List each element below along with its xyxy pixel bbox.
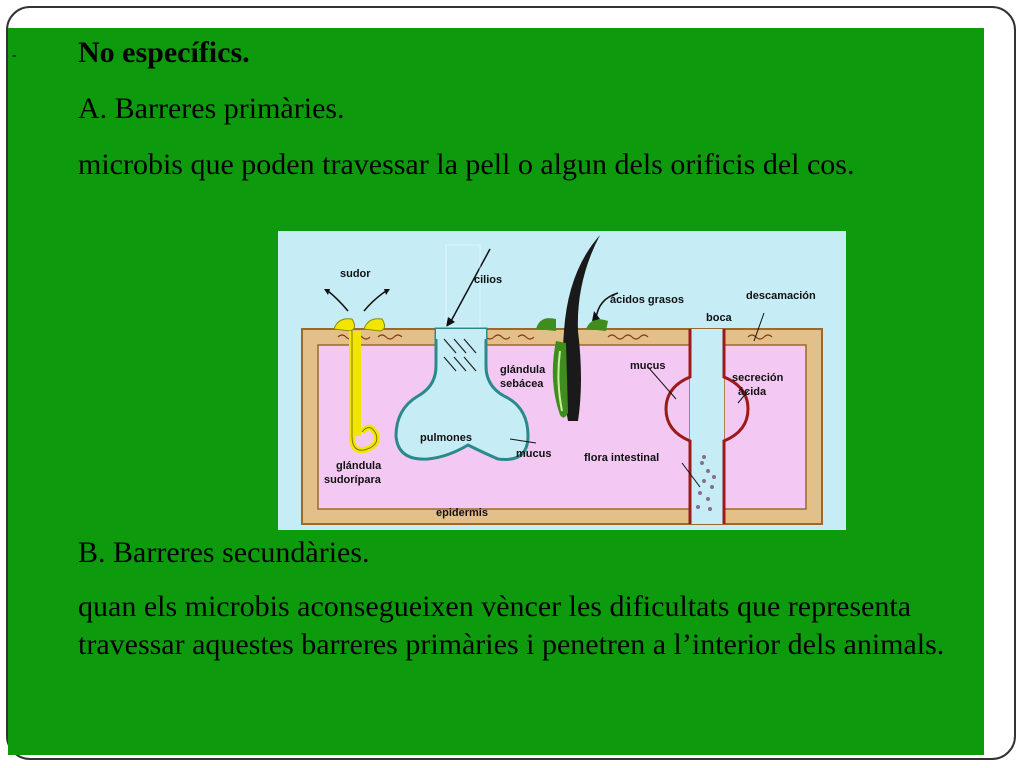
cilia <box>443 338 477 372</box>
sweat-gland-outline <box>351 331 378 451</box>
mucus-top-pointer <box>647 366 677 400</box>
label-descamacion: descamación <box>746 290 816 302</box>
mucus-bottom-pointer <box>509 438 537 444</box>
label-boca: boca <box>706 312 733 324</box>
section-a-title: A. Barreres primàries. <box>78 92 345 125</box>
slide-frame <box>6 6 1016 760</box>
lung-body <box>394 327 530 462</box>
intestinal-flora <box>696 455 716 511</box>
section-b-title: B. Barreres secundàries. <box>78 536 370 569</box>
heading-no-especifics: No específics. <box>78 36 250 69</box>
cilia-frame <box>445 244 481 328</box>
gut-wall-right <box>722 329 750 524</box>
label-epidermis: epidermis <box>436 507 488 519</box>
label-secrecion-2: ácida <box>738 386 767 398</box>
label-secrecion-1: secreción <box>732 372 784 384</box>
label-cilios: cilios <box>474 274 502 286</box>
cilia-arrow <box>449 248 491 324</box>
label-glandula-sebacea-1: glándula <box>500 364 546 376</box>
section-a-text: microbis que poden travessar la pell o a… <box>78 148 855 181</box>
digestive-tract <box>690 329 724 524</box>
sebaceous-highlight <box>557 350 563 412</box>
sebaceous-opening <box>536 318 608 331</box>
label-pulmones: pulmones <box>420 432 472 444</box>
label-sudor: sudor <box>340 268 371 280</box>
label-glandula-sudoripara-2: sudorípara <box>324 474 382 486</box>
section-b-text: quan els microbis aconsegueixen vèncer l… <box>78 590 945 661</box>
sebaceous-gland <box>552 341 568 418</box>
primary-barriers-diagram: sudor cilios ácidos grasos descamación b… <box>278 231 846 530</box>
label-mucus-top: mucus <box>630 360 665 372</box>
secretion-pointer <box>737 390 749 404</box>
descamation-pointer <box>753 312 765 342</box>
fatty-acids-arrowhead <box>592 311 600 321</box>
cilia-arrowhead <box>446 317 455 327</box>
label-glandula-sudoripara-1: glándula <box>336 460 382 472</box>
label-acidos-grasos: ácidos grasos <box>610 294 684 306</box>
flora-pointer <box>681 462 701 488</box>
label-glandula-sebacea-2: sebácea <box>500 378 544 390</box>
sweat-arrows <box>327 290 387 312</box>
hair <box>562 235 600 421</box>
sweat-pore <box>333 318 386 332</box>
interior-right <box>723 344 807 510</box>
airway-opening <box>436 329 486 339</box>
bullet-dash: - <box>12 48 17 63</box>
label-flora-intestinal: flora intestinal <box>584 452 659 464</box>
gut-wall-left <box>664 329 692 524</box>
label-mucus-bottom: mucus <box>516 448 551 460</box>
